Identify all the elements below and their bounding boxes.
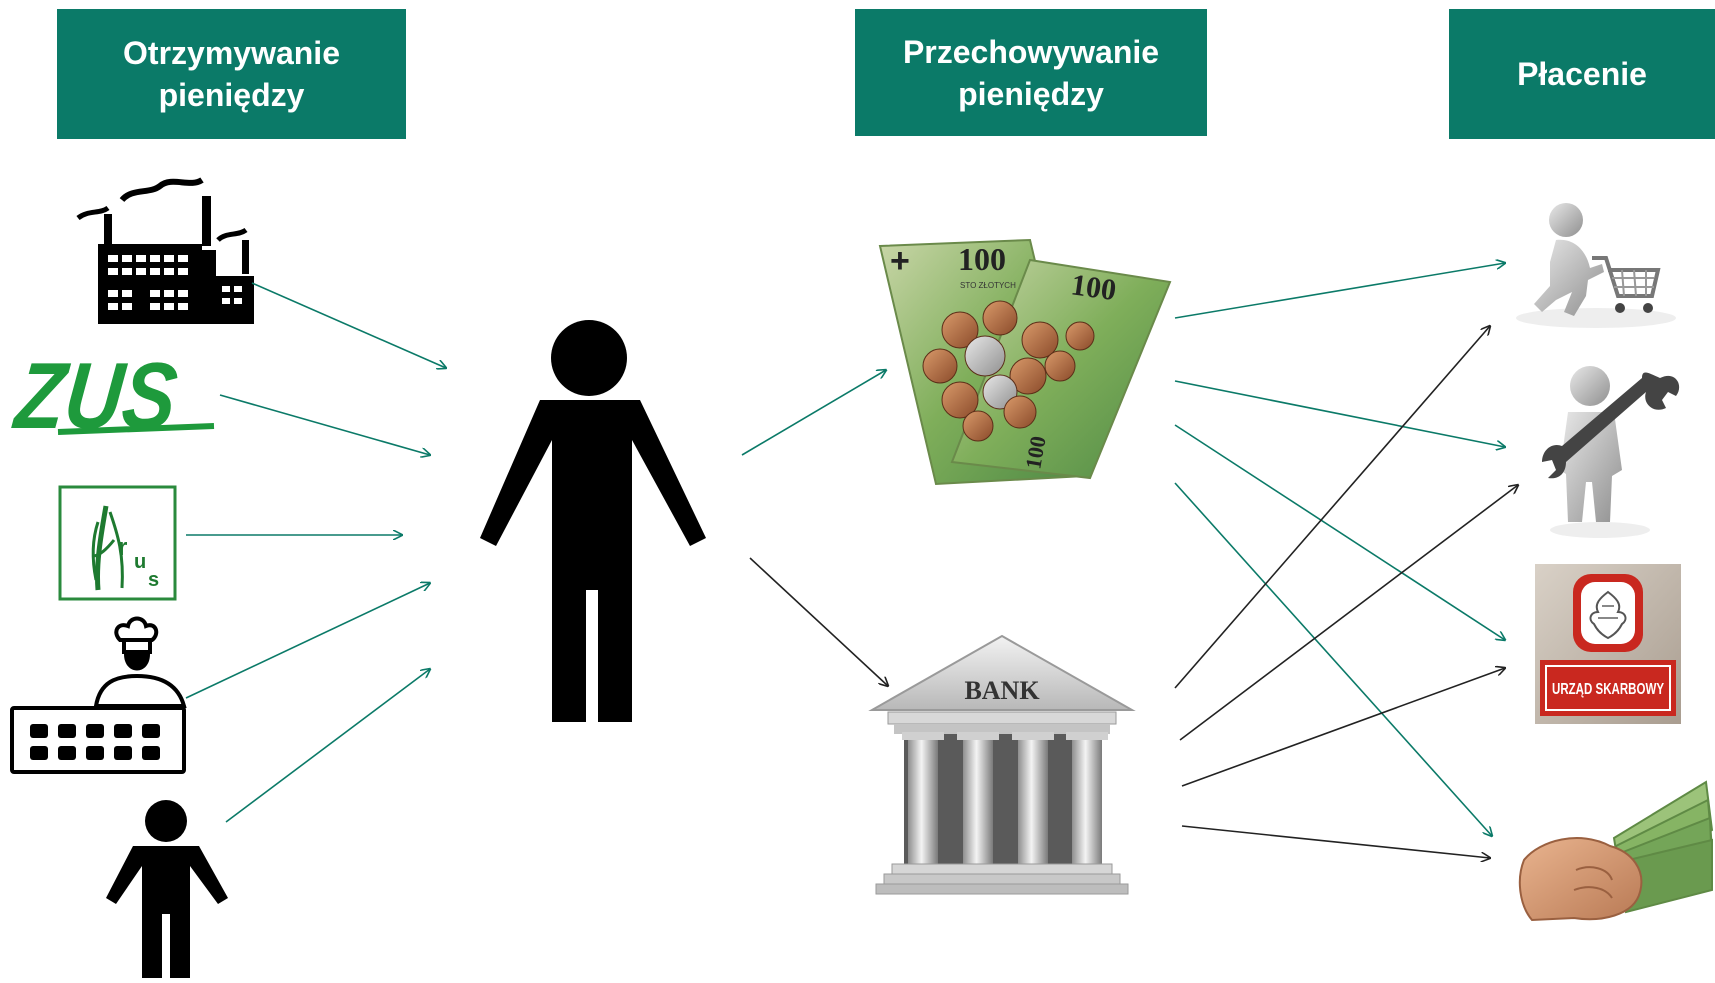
arrow-cash-to-hand-money [1174,482,1492,836]
header-storing-money: Przechowywanie pieniędzy [855,9,1207,136]
cash-and-coins-image: + 100 STO ZŁOTYCH 100 100 [878,238,1172,486]
arrow-cash-to-tax-office [1174,424,1505,640]
svg-text:100: 100 [958,241,1006,277]
header-storing-line1: Przechowywanie [902,33,1160,70]
header-receiving-line2: pieniędzy [158,77,305,113]
bank-building-icon: BANK [868,634,1136,895]
arrows-dark [749,326,1518,858]
header-paying-label: Płacenie [1517,56,1647,92]
zus-logo: ZUS [8,343,215,448]
arrow-person-to-cash [741,370,886,456]
arrow-cash-to-services [1174,380,1505,447]
factory-icon [76,177,254,324]
header-receiving-line1: Otrzymywanie [123,35,340,71]
svg-text:r: r [118,534,127,561]
svg-text:s: s [148,569,159,591]
arrow-zus-to-person [219,394,430,455]
hand-with-banknotes-icon [1518,780,1714,922]
repairman-wrench-icon [1542,366,1680,538]
tax-office-sign: URZĄD SKARBOWY [1535,564,1681,724]
svg-text:URZĄD SKARBOWY: URZĄD SKARBOWY [1552,681,1664,698]
small-person-icon [106,800,228,978]
svg-text:100: 100 [1020,434,1050,471]
header-receiving-money: Otrzymywanie pieniędzy [57,9,406,139]
person-icon [480,320,706,722]
header-storing-line2: pieniędzy [958,75,1104,112]
svg-text:+: + [890,242,910,280]
arrows-green [185,263,1505,836]
header-paying: Płacenie [1449,9,1715,139]
chef-counter-icon [10,616,187,774]
svg-text:100: 100 [1069,268,1118,307]
arrow-bank-to-tax-office [1181,668,1505,787]
arrow-bank-to-services [1179,485,1518,741]
arrow-cash-to-shopping [1174,263,1505,319]
svg-text:u: u [134,551,146,573]
arrow-bank-to-hand-money [1181,825,1490,858]
arrow-bank-to-shopping [1174,326,1490,689]
arrow-person-to-bank [749,557,888,686]
svg-text:BANK: BANK [964,676,1040,705]
krus-logo: r u s [58,485,177,601]
arrow-factory-to-person [251,282,446,368]
arrow-small-person-to-person [225,669,430,823]
arrow-chef-to-person [185,583,430,699]
svg-text:STO ZŁOTYCH: STO ZŁOTYCH [960,281,1016,290]
shopping-cart-figure-icon [1516,203,1676,328]
